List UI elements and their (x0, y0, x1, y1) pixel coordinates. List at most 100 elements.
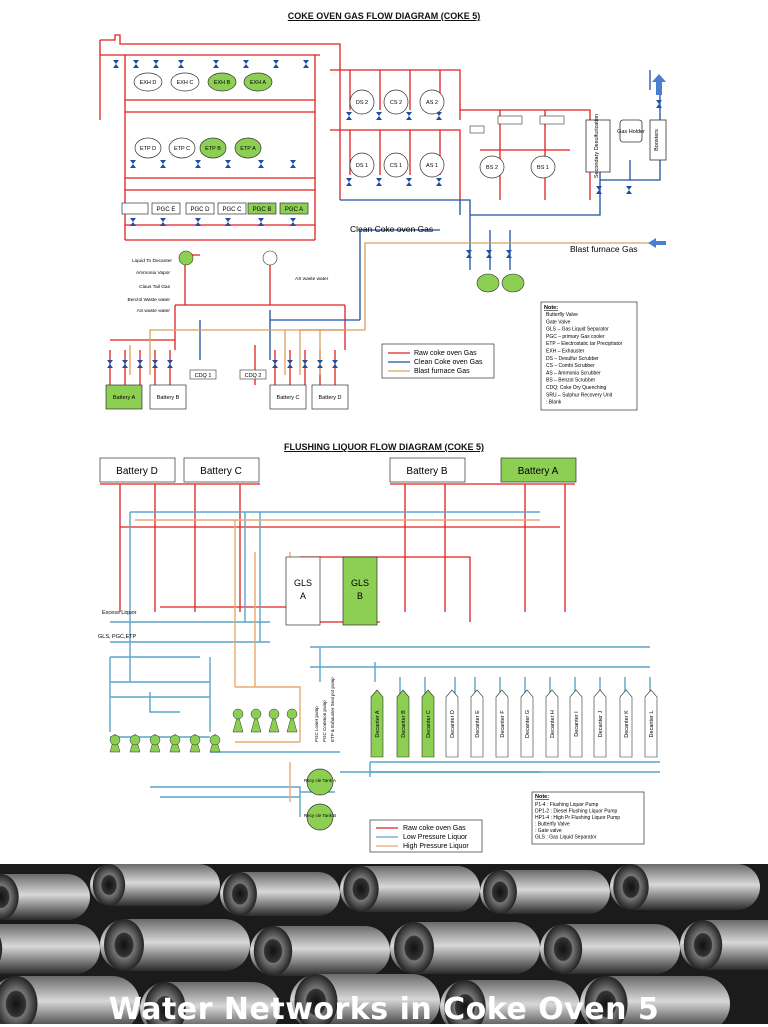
decanter-8 (569, 689, 583, 758)
gas-battery-c-label: Battery C (277, 395, 300, 401)
cdq-1-box (189, 369, 217, 380)
flushing-liquor-diagram: Battery D Battery C Battery B Battery A … (98, 457, 660, 853)
liq-battery-d (99, 457, 176, 483)
gas-note-line: CDQ: Coke Dry Quenching (546, 385, 607, 391)
pgc-label-2: PGC C (222, 207, 242, 213)
exhauster-2 (207, 72, 237, 92)
gas-battery-b-label: Battery B (157, 395, 180, 401)
flushing-pump-head (169, 734, 181, 746)
decanter-11 (644, 689, 658, 758)
gas-holder-label: Gas Holder (617, 129, 645, 135)
steel-coil-end (683, 920, 723, 970)
hp-pump-head (250, 708, 262, 720)
steel-coil-end (294, 974, 338, 1024)
pbf-burner-1 (476, 273, 500, 293)
steel-coil-end (104, 919, 144, 971)
exhauster-0 (133, 72, 163, 92)
gas-battery-a-label: Battery A (113, 395, 136, 401)
cs-label-1: CS 1 (390, 163, 402, 169)
flushing-pump-head (149, 734, 161, 746)
hp-pump-head (286, 708, 298, 720)
steel-coil-end (394, 922, 434, 974)
gas-note-line: Butterfly Valve (546, 312, 578, 318)
steel-coil-end (0, 874, 19, 920)
flushing-pump-head (109, 734, 121, 746)
gls-b-box (342, 556, 378, 626)
footer-title: Water Networks in Coke Oven 5 (108, 992, 660, 1027)
steel-coil-end (0, 937, 3, 961)
liq-battery-c (183, 457, 260, 483)
decanter-4 (470, 689, 484, 758)
decanter-0 (370, 689, 384, 758)
etp-label-1: ETP C (174, 146, 190, 152)
footer-banner (0, 864, 768, 1024)
as-scrubber-1 (419, 152, 445, 178)
decanter-label-6: Decanter G (525, 710, 531, 738)
gas-note-line: GLS – Gas Liquid Separator (546, 327, 609, 333)
steel-coil-end (343, 866, 379, 912)
clean-gas-label: Clean Coke oven Gas (350, 224, 433, 234)
steel-coil-end (0, 976, 38, 1024)
hp-pump-icon (268, 713, 280, 733)
hp-pump-icon (250, 713, 262, 733)
gas-note-line: CS – Combi Scrubber (546, 363, 595, 369)
liq-battery-d-label: Battery D (116, 466, 158, 477)
side-label-ammonia-vapor: Ammonia Vapor (136, 270, 170, 276)
gas-note-line: SRU – Sulphur Recovery Unit (546, 392, 613, 398)
decanter-10 (619, 689, 633, 758)
decanter-1 (396, 689, 410, 758)
gas-note-title: Note: (544, 305, 558, 311)
hp-pump-icon (286, 713, 298, 733)
gas-legend-bf: Blast furnace Gas (414, 368, 470, 375)
cdq-2-box (239, 369, 267, 380)
steel-coil-end (92, 864, 126, 906)
exhauster-1 (170, 72, 200, 92)
as-scrubber-0 (419, 89, 445, 115)
gls-a-label-line2: A (300, 591, 306, 601)
gas-diagram-title: COKE OVEN GAS FLOW DIAGRAM (COKE 5) (287, 11, 481, 21)
gas-holder-box (619, 119, 643, 143)
liquor-note-line: DP1-2 : Diesel Flushing Liquor Pump (535, 809, 617, 815)
pbf-burner-2 (501, 273, 525, 293)
flushing-pump-head (209, 734, 221, 746)
exhauster-label-2: EXH B (214, 80, 231, 86)
recycle-tank-a (306, 768, 334, 796)
gas-note-line: EXH – Exhauster (546, 349, 585, 355)
liquor-note-line: HP1-4 : High Pr Flushing Liquor Pump (535, 815, 620, 821)
hp-pump-head (232, 708, 244, 720)
liquor-legend-high: High Pressure Liquor (403, 843, 469, 850)
gas-note-line: BS – Benzol Scrubber (546, 378, 596, 384)
as-label-1: AS 1 (426, 163, 438, 169)
decanter-label-4: Decanter E (475, 710, 481, 738)
liquor-diagram-title: FLUSHING LIQUOR FLOW DIAGRAM (COKE 5) (284, 442, 484, 452)
gas-battery-b (149, 384, 187, 410)
pgc-2 (217, 202, 247, 215)
ds-scrubber-1 (349, 152, 375, 178)
pgc-4 (279, 202, 309, 215)
cs-scrubber-0 (383, 89, 409, 115)
pgc-0 (151, 202, 181, 215)
boosters-box (649, 119, 667, 161)
etp-0 (134, 137, 162, 159)
decanter-2 (421, 689, 435, 758)
steel-coil-end (613, 864, 649, 910)
decanter-5 (495, 689, 509, 758)
liq-battery-b-label: Battery B (406, 466, 447, 477)
right-label-as-waste-water: AS waste water (295, 276, 329, 282)
liquor-legend-low: Low Pressure Liquor (403, 834, 468, 841)
decanter-label-0: Decanter A (375, 710, 381, 738)
steel-coil (0, 924, 100, 974)
booster-outlet-arrow-icon (652, 74, 666, 95)
steel-coil-end (543, 924, 583, 974)
hp-pump-icon (232, 713, 244, 733)
liquor-note-line: GLS : Gas Liquid Separator (535, 835, 597, 841)
etp-1 (168, 137, 196, 159)
steel-coils-background (0, 864, 768, 1024)
steel-coil (0, 874, 90, 920)
gas-note-line: ETP – Electrostatic tar Precipitator (546, 341, 623, 347)
gas-battery-d (311, 384, 349, 410)
hp-pump-head (268, 708, 280, 720)
decanter-6 (520, 689, 534, 758)
